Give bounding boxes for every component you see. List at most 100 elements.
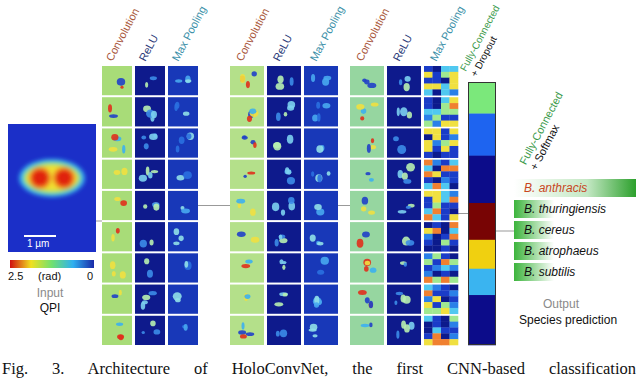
feature-blob <box>370 268 377 273</box>
feature-map <box>135 66 165 95</box>
feature-pixel <box>441 109 450 115</box>
feature-pixel <box>433 296 442 302</box>
feature-pixel <box>441 290 450 296</box>
feature-pixel <box>441 84 450 90</box>
feature-blob <box>274 302 283 306</box>
feature-blob <box>241 264 250 268</box>
feature-pixel <box>424 302 433 308</box>
feature-blob <box>144 143 149 149</box>
feature-map <box>230 191 264 220</box>
feature-map <box>135 97 165 126</box>
fc-layer: Fully-Connected+ Dropout <box>468 82 496 345</box>
feature-pixel <box>433 72 442 78</box>
layer-name: ReLU <box>136 33 160 63</box>
feature-map <box>267 66 301 95</box>
feature-blob <box>364 266 369 272</box>
feature-map <box>168 160 198 189</box>
neuron-block <box>468 295 496 345</box>
feature-pixel <box>450 84 459 90</box>
feature-map <box>267 253 301 282</box>
feature-blob <box>121 168 127 175</box>
feature-map <box>102 222 132 251</box>
feature-pixel <box>424 259 433 265</box>
feature-pixel <box>433 191 442 197</box>
feature-blob <box>314 302 319 307</box>
feature-pixel <box>450 203 459 209</box>
feature-pixel <box>433 103 442 109</box>
bacterium <box>19 159 85 197</box>
feature-blob <box>120 86 123 89</box>
neuron-block <box>468 240 496 269</box>
bacterium-core <box>53 167 75 189</box>
feature-blob <box>143 204 147 209</box>
feature-pixel <box>424 66 433 72</box>
feature-blob <box>404 262 407 266</box>
feature-pixel <box>424 208 433 214</box>
output-desc: Species prediction <box>519 313 617 327</box>
feature-pixel <box>433 128 442 134</box>
feature-blob <box>175 79 182 82</box>
feature-map <box>350 285 384 314</box>
feature-blob <box>406 206 412 209</box>
feature-blob <box>398 210 407 213</box>
feature-blob <box>368 210 375 214</box>
feature-pixel <box>450 166 459 172</box>
feature-pixel <box>450 253 459 259</box>
feature-blob <box>139 175 147 182</box>
feature-blob <box>247 172 255 175</box>
feature-pixel <box>424 277 433 283</box>
feature-pixel <box>450 115 459 121</box>
feature-pixel <box>441 222 450 228</box>
feature-blob <box>242 322 245 329</box>
feature-blob <box>114 197 120 201</box>
feature-blob <box>404 83 410 91</box>
neuron-block <box>468 156 496 204</box>
feature-blob <box>119 290 122 296</box>
feature-map <box>350 191 384 220</box>
feature-pixel <box>441 228 450 234</box>
feature-pixel <box>424 121 433 127</box>
feature-pixel <box>424 333 433 339</box>
feature-blob <box>116 323 123 326</box>
feature-blob <box>316 145 323 153</box>
feature-pixel <box>433 208 442 214</box>
feature-pixel <box>433 302 442 308</box>
feature-pixel <box>441 308 450 314</box>
feature-pixel <box>441 285 450 291</box>
feature-blob <box>250 209 256 216</box>
input-label: Input <box>4 286 96 301</box>
feature-pixel <box>433 134 442 140</box>
feature-blob <box>145 82 148 88</box>
feature-blob <box>309 328 317 331</box>
feature-pixel <box>450 78 459 84</box>
feature-blob <box>109 147 118 152</box>
feature-pixel <box>441 72 450 78</box>
feature-pixel <box>450 66 459 72</box>
feature-blob <box>369 322 372 327</box>
feature-blob <box>245 259 252 263</box>
feature-pixel <box>433 316 442 322</box>
feature-pixel <box>433 183 442 189</box>
feature-blob <box>363 259 371 266</box>
layer-header: Convolution <box>103 6 141 63</box>
feature-blob <box>273 142 281 148</box>
feature-blob <box>279 234 283 239</box>
neuron-block <box>468 114 496 156</box>
feature-blob <box>399 79 402 85</box>
feature-pixel <box>441 140 450 146</box>
feature-pixel <box>450 97 459 103</box>
feature-pixel <box>424 97 433 103</box>
feature-pixel <box>433 197 442 203</box>
feature-pixel <box>450 228 459 234</box>
feature-blob <box>281 210 285 216</box>
feature-blob <box>186 133 191 139</box>
species-label: B. cereus <box>524 223 575 237</box>
feature-blob <box>141 136 146 140</box>
feature-blob <box>360 116 364 120</box>
layer-header: ReLU <box>390 33 414 63</box>
feature-pixel <box>424 234 433 240</box>
feature-blob <box>317 113 321 121</box>
feature-blob <box>237 231 246 236</box>
feature-pixel <box>441 316 450 322</box>
layer-name: Convolution <box>233 6 271 63</box>
